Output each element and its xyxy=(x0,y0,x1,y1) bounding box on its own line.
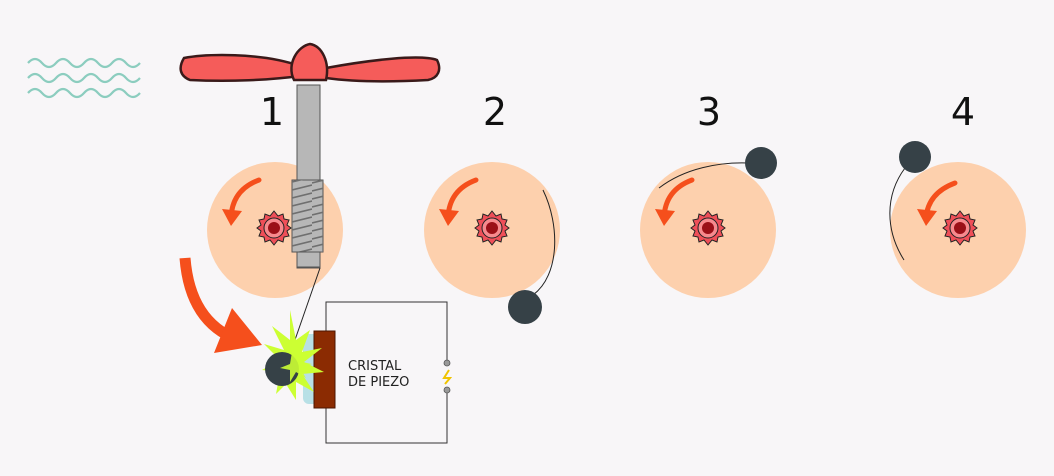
ball xyxy=(899,141,931,173)
step-2-group xyxy=(424,162,560,324)
ball-string xyxy=(889,167,906,261)
spark-icon-front xyxy=(280,350,312,382)
rotation-arrow-head xyxy=(439,209,459,226)
circuit: CRISTAL DE PIEZO xyxy=(262,301,453,444)
step-number-1: 1 xyxy=(260,90,284,134)
wind-waves-icon xyxy=(27,57,141,99)
terminal-top xyxy=(443,359,451,367)
crystal-label-line2: DE PIEZO xyxy=(348,375,409,390)
ball xyxy=(508,290,542,324)
terminal-bottom xyxy=(443,386,451,394)
step-number-4: 4 xyxy=(951,90,975,134)
ball xyxy=(745,147,777,179)
hub-gear-icon xyxy=(942,210,978,246)
led-icon xyxy=(442,369,453,385)
rotation-arrow-head xyxy=(655,209,675,226)
crystal-label-line1: CRISTAL xyxy=(348,359,402,374)
step-number-3: 3 xyxy=(697,90,721,134)
circuit-wire xyxy=(325,301,448,362)
step-3-group xyxy=(640,147,777,298)
propeller-icon xyxy=(179,42,441,83)
impact-arrow-icon xyxy=(179,257,262,353)
step-number-2: 2 xyxy=(483,90,507,134)
step-4-group xyxy=(889,141,1026,298)
circuit-wire-bottom xyxy=(325,391,448,444)
step-1-group xyxy=(179,42,441,361)
ball-string xyxy=(658,162,749,189)
hub-gear-icon xyxy=(256,210,292,246)
hub-gear-icon xyxy=(690,210,726,246)
rotation-arrow-head xyxy=(917,209,937,226)
ball-string xyxy=(532,189,556,296)
hub-gear-icon xyxy=(474,210,510,246)
rotation-arrow-head xyxy=(222,209,242,226)
